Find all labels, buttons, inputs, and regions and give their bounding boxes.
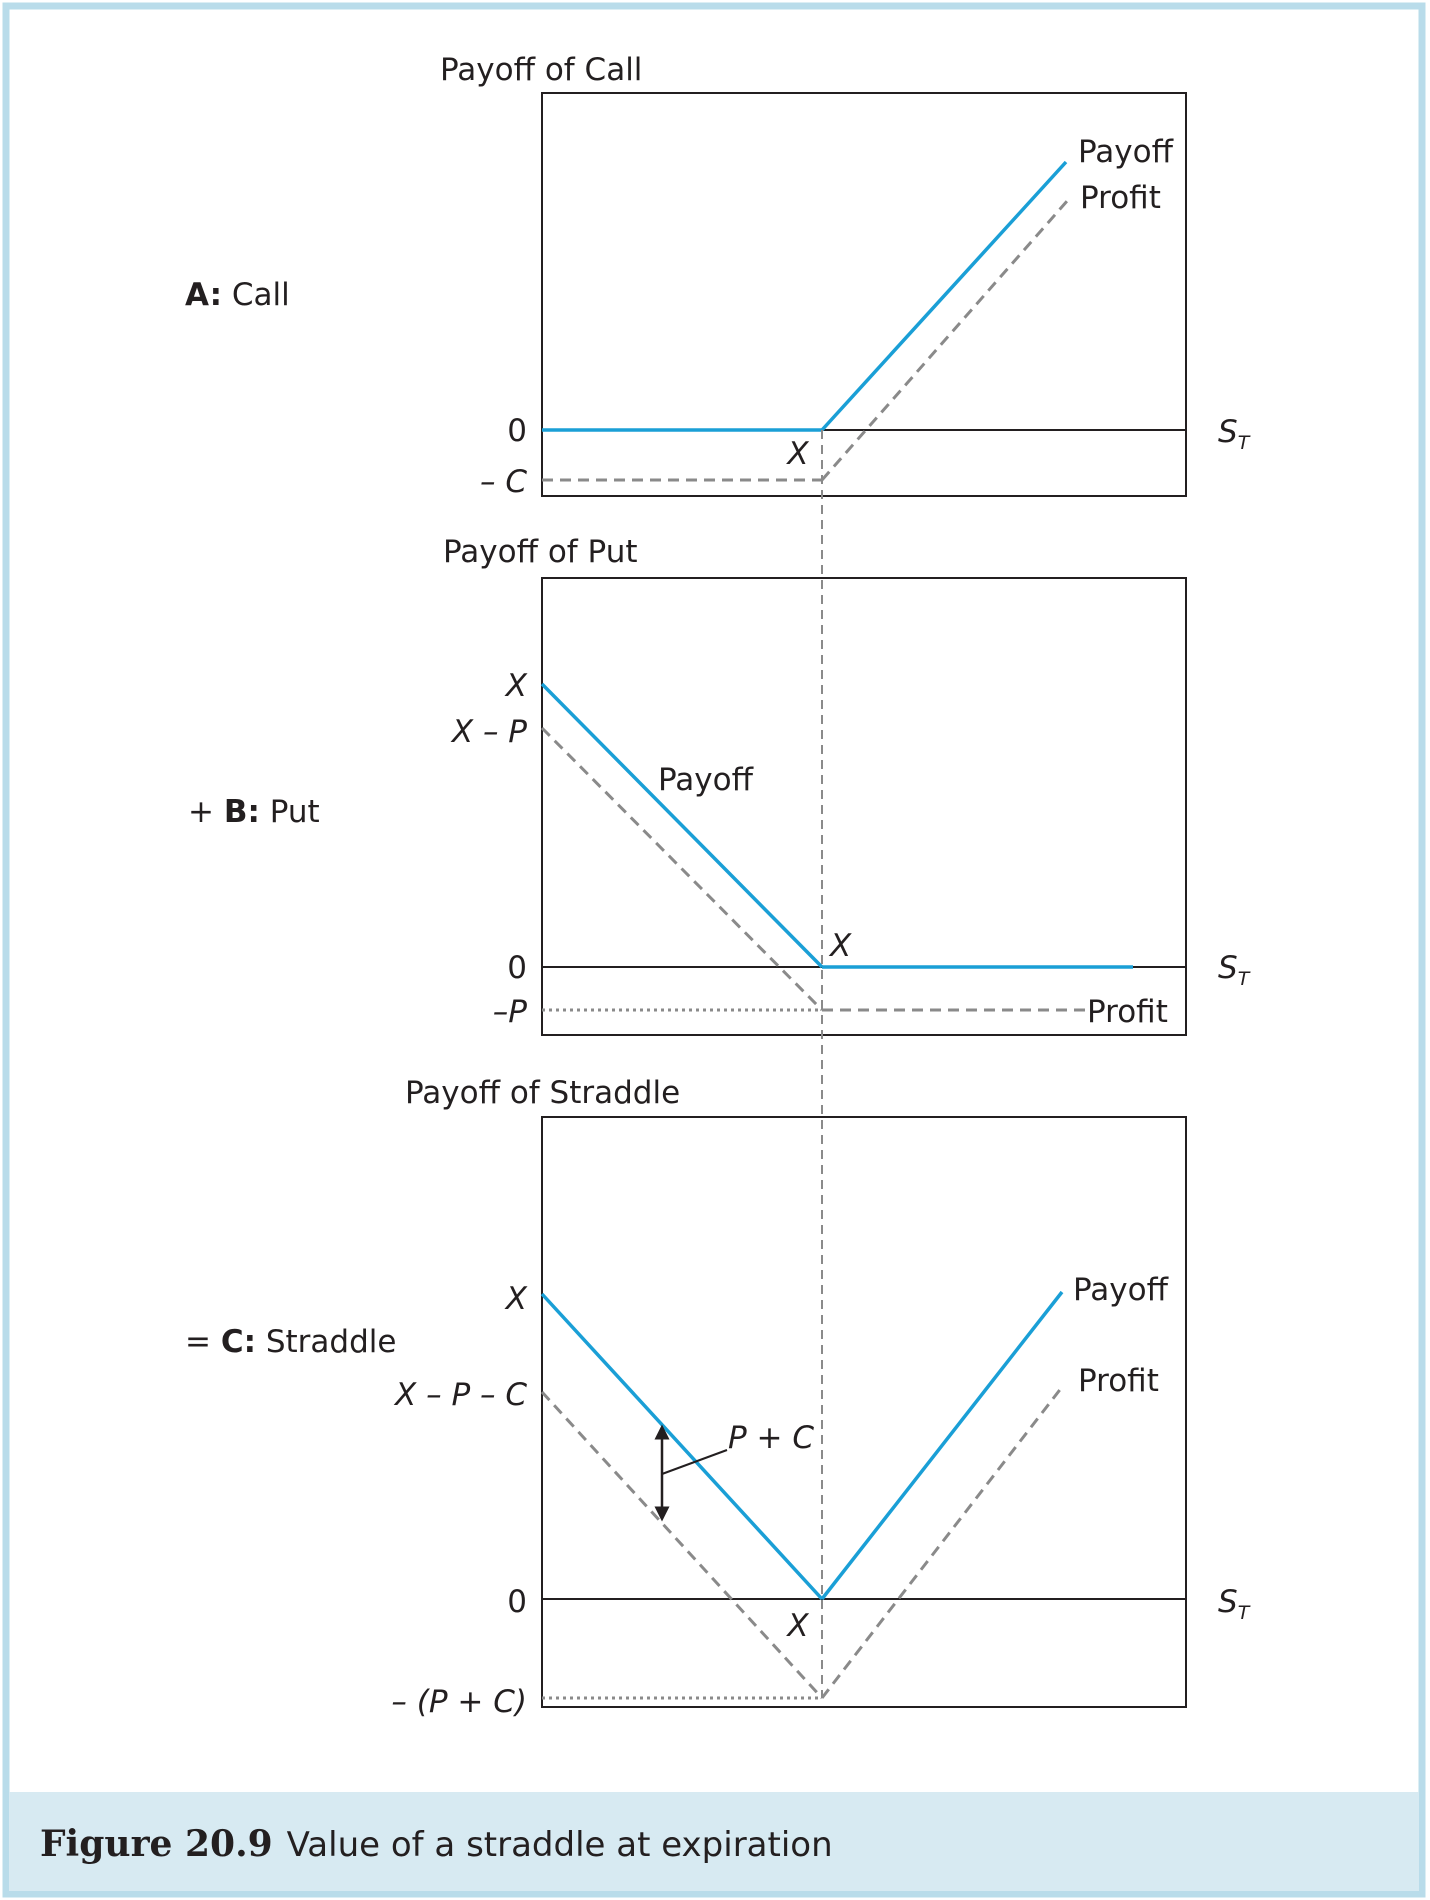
panel-call-x-mark: X [785,436,809,472]
panel-straddle-y-zero: 0 [507,1584,527,1620]
panel-straddle-profit-left [540,1390,824,1700]
panel-straddle-gap-label: P + C [728,1420,814,1456]
panel-put-y-zero: 0 [507,950,527,986]
caption-band [9,1792,1419,1891]
panel-straddle-title: Payoff of Straddle [405,1075,680,1111]
panel-call-side-label: A: Call [185,277,290,313]
panel-straddle-y-x-minus-p-minus-c: X – P – C [393,1377,527,1413]
panel-put-payoff-ramp [540,682,824,969]
panel-put-payoff-label: Payoff [658,762,754,798]
panel-put: + B: Put Payoff of Put X X – P 0 –P X Pa… [188,534,1251,1036]
panel-call-payoff-ramp [820,160,1068,432]
panel-put-frame [541,577,1187,1036]
panel-straddle-payoff-right [820,1290,1064,1601]
panel-straddle-gap-leader [661,1449,728,1475]
panel-put-profit-ramp [540,726,824,1012]
panel-call-profit-label: Profit [1080,180,1161,216]
panel-call-title: Payoff of Call [440,52,642,88]
panel-straddle-payoff-label: Payoff [1073,1272,1169,1308]
panel-put-y-x-minus-p: X – P [450,714,527,750]
panel-call-payoff-label: Payoff [1078,134,1174,170]
panel-call-profit-ramp [820,199,1070,481]
panel-straddle-profit-right [820,1386,1064,1699]
panel-call: A: Call Payoff of Call 0 – C X Payoff Pr… [185,52,1251,500]
panel-straddle-profit-label: Profit [1078,1363,1159,1399]
panel-straddle-frame [541,1116,1187,1708]
panel-straddle-y-minus-pc: – (P + C) [391,1684,527,1720]
panel-straddle-y-x: X [504,1281,528,1317]
panel-put-x-mark: X [828,928,852,964]
panel-straddle: = C: Straddle Payoff of Straddle P + C X… [185,1075,1251,1720]
panel-put-axis-s: ST [1218,950,1251,990]
panel-straddle-payoff-left [540,1292,824,1601]
panel-straddle-x-mark: X [785,1608,809,1644]
panel-call-y-minus-c: – C [480,464,527,500]
panel-straddle-axis-s: ST [1218,1584,1251,1624]
panel-straddle-side-label: = C: Straddle [185,1324,396,1360]
panel-put-side-label: + B: Put [188,794,320,830]
panel-call-y-zero: 0 [507,413,527,449]
panel-put-title: Payoff of Put [443,534,638,570]
panel-put-y-x: X [504,668,528,704]
panel-call-axis-s: ST [1218,414,1251,454]
panel-put-y-minus-p: –P [493,994,528,1030]
panel-put-profit-label: Profit [1087,994,1168,1030]
